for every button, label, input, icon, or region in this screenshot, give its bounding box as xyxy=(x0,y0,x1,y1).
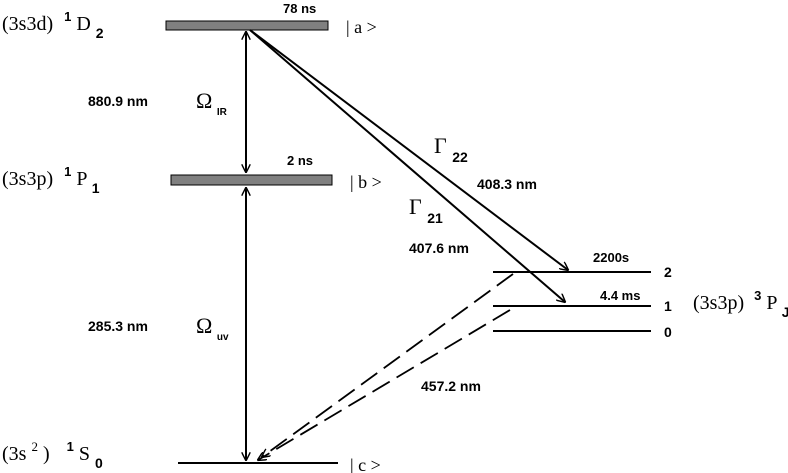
level-a-term: (3s3d) 1 D 2 xyxy=(2,4,104,41)
level-a-lifetime: 78 ns xyxy=(283,1,316,16)
level-b-ket: | b > xyxy=(350,172,382,192)
intercomb-arrow-1 xyxy=(258,309,511,460)
triplet-j2-label: 2 xyxy=(664,264,672,280)
decay22-wavelength: 408.3 nm xyxy=(477,176,537,192)
level-a-ket: | a > xyxy=(346,17,377,37)
ir-wavelength: 880.9 nm xyxy=(88,93,148,109)
uv-wavelength: 285.3 nm xyxy=(88,318,148,334)
intercomb-arrow-2 xyxy=(262,273,514,457)
level-b-term: (3s3p) 1 P 1 xyxy=(2,159,100,196)
triplet-j1-label: 1 xyxy=(664,298,672,314)
intercomb-wavelength: 457.2 nm xyxy=(421,378,481,394)
decay21-arrow xyxy=(249,29,565,302)
triplet-j1-lifetime: 4.4 ms xyxy=(600,288,640,303)
decay22-symbol: Γ 22 xyxy=(434,133,468,165)
triplet-j2-lifetime: 2200s xyxy=(593,250,629,265)
decay21-symbol: Γ 21 xyxy=(409,194,443,226)
decay21-wavelength: 407.6 nm xyxy=(409,240,469,256)
level-a-bar xyxy=(165,20,329,31)
uv-rabi-label: Ω uv xyxy=(196,313,229,343)
level-c-ket: | c > xyxy=(350,455,381,473)
ir-rabi-label: Ω IR xyxy=(196,88,228,118)
triplet-j0-label: 0 xyxy=(664,324,672,340)
triplet-term: (3s3p) 3 P J xyxy=(693,283,788,320)
level-b-lifetime: 2 ns xyxy=(287,153,313,168)
level-c-term: (3s 2 ) 1 S 0 xyxy=(2,434,103,471)
decay22-arrow xyxy=(249,29,568,270)
level-b-bar xyxy=(170,174,333,186)
